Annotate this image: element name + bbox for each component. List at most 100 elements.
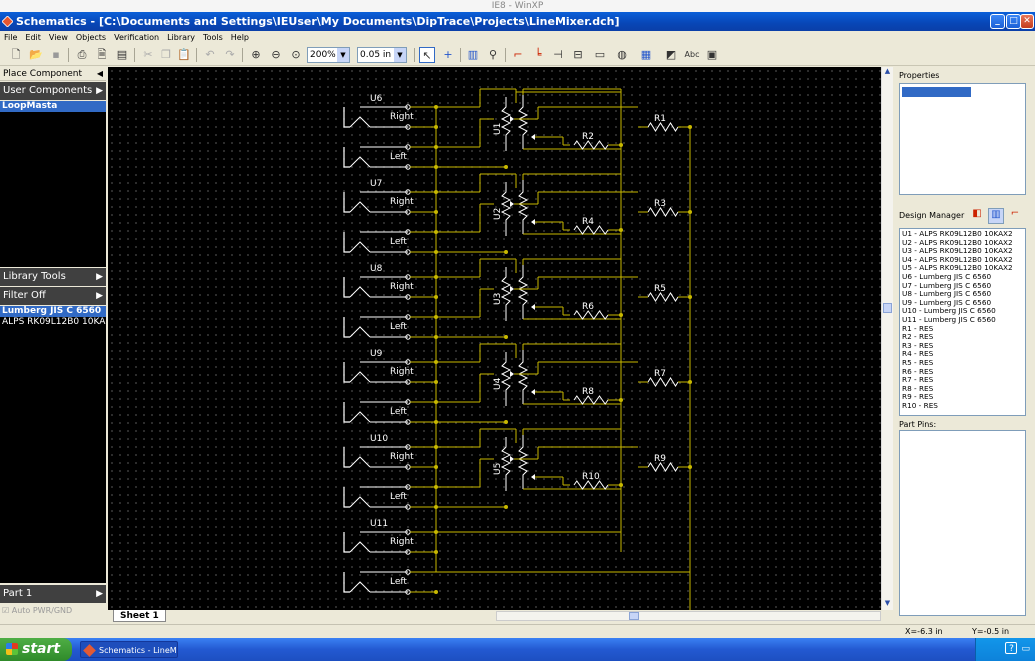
list-item[interactable]: Lumberg JIS C 6560: [0, 306, 106, 317]
help-icon[interactable]: ?: [1005, 642, 1018, 654]
table-icon[interactable]: ▦: [640, 48, 652, 61]
part-view-icon[interactable]: ◧: [972, 208, 982, 219]
taskbar-item-schematics[interactable]: Schematics - LineMixe...: [80, 641, 178, 658]
status-bar: X=-6.3 in Y=-0.5 in: [0, 624, 1035, 638]
component-tool-icon[interactable]: ▥: [467, 48, 479, 61]
zoom-select[interactable]: 200%▼: [307, 47, 350, 63]
list-item[interactable]: R5 - RES: [902, 357, 934, 367]
menu-view[interactable]: View: [48, 33, 68, 42]
zoom-in-icon[interactable]: ⊕: [251, 48, 261, 61]
list-item[interactable]: R2 - RES: [902, 332, 934, 342]
export-icon[interactable]: ▤: [116, 48, 128, 61]
list-item[interactable]: U10 - Lumberg JIS C 6560: [902, 306, 996, 316]
net-port-icon[interactable]: ⊣: [553, 48, 563, 61]
print-icon[interactable]: ⎙: [77, 48, 87, 61]
list-item[interactable]: R9 - RES: [902, 392, 934, 402]
list-item[interactable]: R7 - RES: [902, 375, 934, 385]
horizontal-scrollbar[interactable]: [496, 611, 881, 621]
paste-icon[interactable]: 📋: [177, 48, 191, 61]
resistor-bottom: [573, 310, 609, 320]
wire-tool-icon[interactable]: ⌐: [513, 48, 523, 61]
list-item[interactable]: U7 - Lumberg JIS C 6560: [902, 280, 992, 290]
print-preview-icon[interactable]: 🗎: [97, 48, 107, 61]
scroll-down-icon[interactable]: ▼: [884, 599, 891, 607]
open-folder-icon[interactable]: 📂: [29, 48, 43, 61]
copy-icon[interactable]: ❐: [161, 48, 171, 61]
toolbar-separator: [505, 48, 506, 62]
menu-library[interactable]: Library: [167, 33, 196, 42]
component-view-icon[interactable]: ▥: [988, 208, 1004, 224]
cut-icon[interactable]: ✂: [143, 48, 153, 61]
library-tools-header[interactable]: Library Tools▶: [0, 268, 106, 286]
window-title-bar[interactable]: Schematics - [C:\Documents and Settings\…: [0, 12, 1035, 31]
collapse-left-icon[interactable]: ◀: [96, 69, 103, 78]
hierarchy-icon[interactable]: ⊟: [573, 48, 583, 61]
jack-right-label: Right: [390, 452, 414, 462]
list-item[interactable]: R1 - RES: [902, 323, 934, 333]
list-item[interactable]: U8 - Lumberg JIS C 6560: [902, 289, 992, 299]
net-label-icon[interactable]: ▭: [594, 48, 606, 61]
start-button[interactable]: start: [0, 638, 72, 661]
menu-verification[interactable]: Verification: [114, 33, 160, 42]
tab-sheet-1[interactable]: Sheet 1: [113, 610, 166, 622]
list-item[interactable]: R6 - RES: [902, 366, 934, 376]
image-tool-icon[interactable]: ▣: [706, 48, 718, 61]
menu-edit[interactable]: Edit: [25, 33, 41, 42]
resistor-ref-label: R6: [582, 302, 594, 312]
user-components-header[interactable]: User Components▶: [0, 82, 106, 100]
redo-icon[interactable]: ↷: [225, 48, 235, 61]
text-tool-icon[interactable]: Abc: [684, 50, 700, 59]
pot-wiper-arrow: [531, 389, 535, 395]
list-item[interactable]: U9 - Lumberg JIS C 6560: [902, 297, 992, 307]
properties-selection[interactable]: [902, 87, 971, 97]
new-file-icon[interactable]: 🗋: [11, 48, 21, 61]
pointer-tool-icon[interactable]: ↖: [419, 47, 435, 63]
list-item[interactable]: U1 - ALPS RK09L12B0 10KAX2: [902, 229, 1013, 238]
place-component-header[interactable]: Place Component◀: [0, 67, 106, 81]
minimize-button[interactable]: _: [990, 14, 1005, 29]
grid-select[interactable]: 0.05 in▼: [357, 47, 407, 63]
auto-pwr-checkbox[interactable]: ☑ Auto PWR/GND: [2, 606, 73, 615]
scroll-thumb[interactable]: [883, 303, 892, 313]
scroll-up-icon[interactable]: ▲: [884, 67, 891, 75]
crosshair-tool-icon[interactable]: +: [443, 48, 453, 61]
net-view-icon[interactable]: ⌐: [1010, 208, 1020, 219]
chevron-down-icon: ▼: [394, 48, 406, 62]
list-item[interactable]: R10 - RES: [902, 400, 938, 410]
filter-header[interactable]: Filter Off▶: [0, 287, 106, 305]
scroll-thumb[interactable]: [629, 612, 639, 620]
menu-help[interactable]: Help: [230, 33, 250, 42]
find-icon[interactable]: ⚲: [488, 48, 498, 61]
list-item[interactable]: U5 - ALPS RK09L12B0 10KAX2: [902, 263, 1013, 273]
list-item[interactable]: U11 - Lumberg JIS C 6560: [902, 314, 996, 324]
list-item[interactable]: R3 - RES: [902, 340, 934, 350]
vertical-scrollbar[interactable]: ▲ ▼: [881, 67, 893, 610]
bus-tool-icon[interactable]: ╘: [534, 48, 542, 61]
list-item[interactable]: ALPS RK09L12B0 10KA: [2, 317, 106, 327]
menu-file[interactable]: File: [4, 33, 18, 42]
undo-icon[interactable]: ↶: [205, 48, 215, 61]
part-header[interactable]: Part 1▶: [0, 585, 106, 603]
system-tray: ?▭: [975, 638, 1035, 661]
list-item[interactable]: U3 - ALPS RK09L12B0 10KAX2: [902, 246, 1013, 256]
menu-objects[interactable]: Objects: [75, 33, 107, 42]
list-item[interactable]: R4 - RES: [902, 349, 934, 359]
shape-tool-icon[interactable]: ◩: [665, 48, 677, 61]
list-item[interactable]: U2 - ALPS RK09L12B0 10KAX2: [902, 237, 1013, 247]
globe-icon[interactable]: ◍: [617, 48, 627, 61]
save-icon[interactable]: ▪: [52, 48, 60, 61]
menu-tools[interactable]: Tools: [203, 33, 223, 42]
maximize-button[interactable]: □: [1006, 14, 1021, 29]
junction-dot: [504, 420, 508, 424]
pot-ref-label: U4: [493, 377, 503, 390]
list-item[interactable]: R8 - RES: [902, 383, 934, 393]
jack-left-label: Left: [390, 322, 407, 332]
list-item[interactable]: LoopMasta: [0, 101, 106, 112]
zoom-value: 200%: [310, 50, 336, 60]
list-item[interactable]: U6 - Lumberg JIS C 6560: [902, 271, 992, 281]
list-item[interactable]: U4 - ALPS RK09L12B0 10KAX2: [902, 254, 1013, 264]
zoom-fit-icon[interactable]: ⊙: [291, 48, 301, 61]
zoom-out-icon[interactable]: ⊖: [271, 48, 281, 61]
close-button[interactable]: ✕: [1020, 14, 1034, 29]
